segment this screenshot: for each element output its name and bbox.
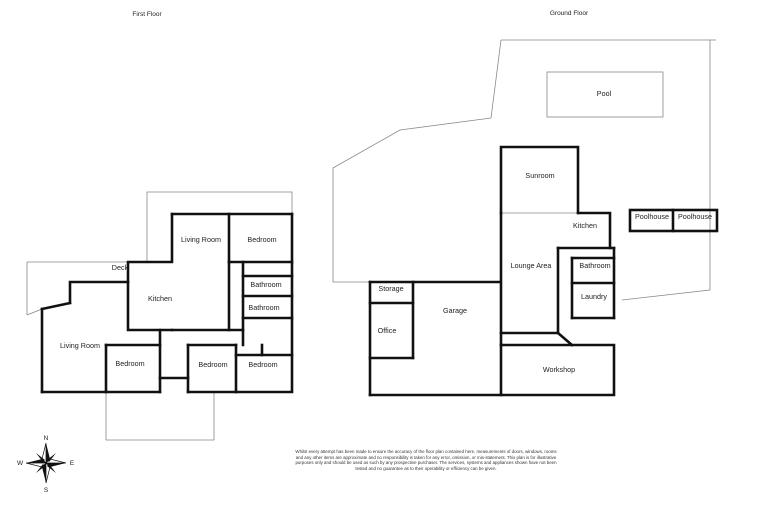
room-label-office: Office: [378, 326, 397, 335]
room-label-kitchen-ground: Kitchen: [573, 221, 597, 230]
room-label-living-room-upper: Living Room: [181, 235, 221, 244]
ground-floor-site-outline: [332, 39, 716, 301]
compass-north-label: N: [44, 435, 49, 442]
room-label-bedroom-sw: Bedroom: [115, 359, 144, 368]
room-label-kitchen: Kitchen: [148, 294, 172, 303]
ground-floor-labels: Pool Sunroom Kitchen Poolhouse Poolhouse…: [378, 89, 712, 374]
compass-south-label: S: [44, 487, 49, 494]
compass-east-label: E: [70, 460, 75, 467]
first-floor-labels: Deck Living Room Bedroom Bathroom Kitche…: [60, 235, 282, 369]
room-label-living-room-lower: Living Room: [60, 341, 100, 350]
room-label-garage: Garage: [443, 306, 467, 315]
room-label-sunroom: Sunroom: [525, 171, 554, 180]
room-label-bathroom-1: Bathroom: [250, 280, 281, 289]
pool-outline: [546, 71, 664, 118]
room-label-workshop: Workshop: [543, 365, 575, 374]
room-label-poolhouse-2: Poolhouse: [678, 212, 712, 221]
room-label-bedroom-ne: Bedroom: [247, 235, 276, 244]
room-label-deck: Deck: [112, 263, 129, 272]
ground-floor-walls: [368, 145, 719, 397]
room-label-lounge-area: Lounge Area: [511, 261, 552, 270]
compass-west-label: W: [17, 460, 24, 467]
compass-rose: N S E W: [17, 435, 75, 494]
room-label-bathroom-ground: Bathroom: [579, 261, 610, 270]
first-floor-walls: [40, 212, 294, 394]
disclaimer-text: Whilst every attempt has been made to en…: [295, 449, 557, 471]
room-label-bedroom-se: Bedroom: [248, 360, 277, 369]
first-floor-deck-outline: [26, 191, 293, 441]
ground-floor-title: Ground Floor: [550, 10, 589, 17]
room-label-bedroom-s: Bedroom: [198, 360, 227, 369]
room-label-laundry: Laundry: [581, 292, 607, 301]
room-label-bathroom-2: Bathroom: [248, 303, 279, 312]
room-label-storage: Storage: [378, 284, 403, 293]
room-label-poolhouse-1: Poolhouse: [635, 212, 669, 221]
room-label-pool: Pool: [597, 89, 612, 98]
first-floor-title: First Floor: [132, 11, 162, 18]
